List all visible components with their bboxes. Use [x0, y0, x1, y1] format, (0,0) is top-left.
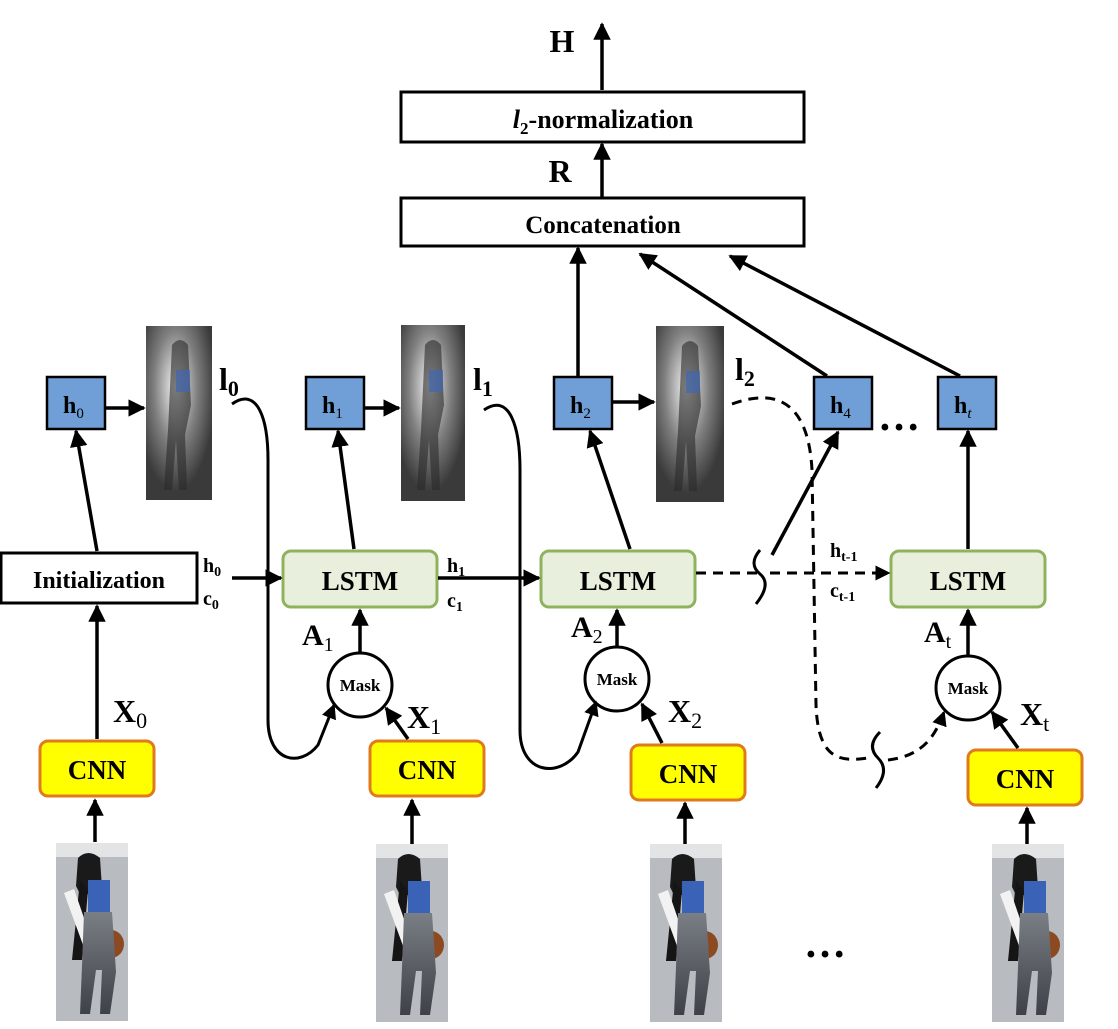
- location-label-0: l0: [219, 361, 239, 401]
- break-symbol-2: [871, 730, 885, 789]
- arrow-cnnt-to-maskt: [990, 710, 1020, 750]
- input-label-2: X2: [668, 693, 702, 733]
- mask-circle-t: [934, 654, 1002, 722]
- location-label-2: l2: [735, 351, 755, 391]
- state-c-label-t-1: ct-1: [830, 580, 855, 605]
- state-c-label-0: c0: [203, 588, 219, 613]
- lstm-box-2: [539, 549, 697, 609]
- concatenation-label: Concatenation: [525, 212, 681, 239]
- hidden-node-t: [936, 375, 998, 431]
- initialization-box: [0, 551, 199, 605]
- input-image-0: [56, 843, 128, 1021]
- arrow-to-h4: [770, 430, 840, 556]
- lstm-label-1: LSTM: [322, 566, 399, 596]
- l2-normalization-label: l2-normalization: [513, 105, 694, 138]
- lstm-box-1: [281, 549, 439, 609]
- arrow-lstm1-to-h1: [331, 429, 356, 550]
- glimpse-image-1: [401, 325, 465, 501]
- arrow-lstm2-to-h2: [586, 429, 632, 550]
- cnn-label-2: CNN: [659, 759, 718, 789]
- state-c-label-1: c1: [447, 590, 463, 615]
- hidden-node-0-label: h0: [63, 393, 84, 422]
- output-h-label: H: [550, 23, 575, 59]
- lstm-label-2: LSTM: [580, 566, 657, 596]
- input-label-0: X0: [113, 693, 147, 733]
- state-h-label-0: h0: [203, 555, 221, 580]
- mask-circle-2: [583, 645, 651, 713]
- glimpse-image-2: [656, 326, 724, 502]
- input-image-1: [376, 844, 448, 1022]
- location-feedback-curve-2: [731, 396, 869, 761]
- arrow-cnn2-to-mask2: [640, 702, 664, 744]
- initialization-label: Initialization: [33, 568, 165, 594]
- state-h-label-t-1: ht-1: [830, 540, 857, 565]
- hidden-node-4: [812, 375, 874, 431]
- input-image-t: [992, 844, 1064, 1022]
- arrow-cnn1-to-mask1: [384, 706, 410, 741]
- location-label-1: l1: [473, 361, 493, 401]
- lstm-box-t: [889, 549, 1047, 609]
- glimpse-image-0: [146, 326, 212, 500]
- hidden-node-1: [304, 375, 366, 431]
- cnn-label-1: CNN: [398, 755, 457, 785]
- hidden-node-2: [552, 375, 614, 431]
- lstm-label-t: LSTM: [930, 566, 1007, 596]
- mask-label-2: Mask: [597, 670, 638, 689]
- output-r-label: R: [548, 153, 572, 189]
- hidden-node-2-label: h2: [570, 393, 591, 422]
- hidden-node-1-label: h1: [322, 393, 343, 422]
- attention-label-1: A1: [302, 619, 334, 656]
- location-feedback-curve-2-end: [887, 710, 947, 762]
- arrow-ht-to-concat: [728, 254, 961, 378]
- input-label-t: Xt: [1020, 696, 1049, 736]
- hidden-node-t-label: ht: [954, 393, 972, 422]
- mask-label-1: Mask: [340, 676, 381, 695]
- arrow-init-to-h0: [70, 429, 99, 552]
- cnn-box-t: [966, 748, 1084, 807]
- cnn-box-2: [629, 743, 747, 802]
- break-symbol-1: [752, 549, 767, 605]
- location-feedback-curve-0: [231, 397, 336, 760]
- mask-label-t: Mask: [948, 679, 989, 698]
- ellipsis-images: …: [804, 921, 846, 967]
- attention-label-t: At: [924, 616, 952, 653]
- input-image-2: [650, 844, 722, 1022]
- hidden-node-0: [45, 375, 107, 431]
- l2-normalization-box: [399, 90, 806, 144]
- location-feedback-curve-1: [483, 403, 599, 770]
- arrow-h4-to-concat: [638, 252, 828, 378]
- input-label-1: X1: [407, 699, 441, 739]
- cnn-box-0: [38, 739, 156, 798]
- attention-label-2: A2: [571, 611, 603, 648]
- ellipsis-hidden-nodes: …: [878, 394, 920, 440]
- cnn-label-t: CNN: [996, 764, 1055, 794]
- concatenation-box: [399, 196, 806, 248]
- cnn-label-0: CNN: [68, 755, 127, 785]
- hidden-node-4-label: h4: [830, 393, 851, 422]
- cnn-box-1: [368, 739, 486, 798]
- state-h-label-1: h1: [447, 555, 465, 580]
- mask-circle-1: [326, 651, 394, 719]
